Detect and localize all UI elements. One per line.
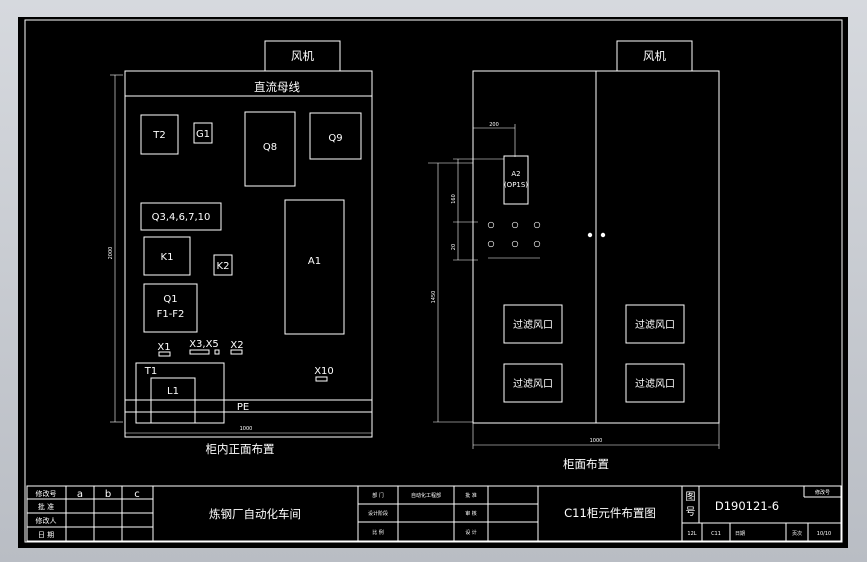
l1-label: L1 [167,386,179,397]
door-handle-right [600,232,606,238]
component-g1 [193,122,213,144]
door-indicator-lamps [487,221,541,259]
lamp-1 [487,221,495,229]
scale-label: 比 例 [372,529,384,536]
filter-vent-2 [503,363,563,403]
title-block: 修改号 a b c 批 准 修改人 日 期 炼钢厂自动化车间 部 门 自动化工程… [26,485,842,542]
door-fan-label: 风机 [643,49,666,63]
date-label: 日期 [735,531,745,537]
rev-header-b: b [105,489,111,500]
filter-vent-1 [503,304,563,344]
k2-label: K2 [217,261,230,272]
door-caption: 柜面布置 [563,457,609,471]
lamp-5 [511,240,519,248]
front-layout: 风机 直流母线 T2 G1 Q8 Q9 Q3,4,6,7,10 A1 K1 K2… [108,40,373,456]
drawing-border [24,19,843,543]
filter-vent-1-label: 过滤风口 [513,318,553,331]
door-v-dim-text2: 20 [451,244,457,250]
terminal-x2 [230,349,243,355]
terminal-x10 [315,376,328,382]
component-q8 [244,111,296,187]
door-v-dim-text1: 160 [451,194,457,204]
review-label: 审 核 [465,510,477,517]
page-number: 10/10 [817,531,831,537]
q1-label: Q1 [163,294,177,305]
drawing-title: C11柜元件布置图 [564,506,656,520]
door-handle-left [587,232,593,238]
dept-value: 自动化工程部 [411,492,441,499]
f1f2-label: F1-F2 [157,309,185,320]
dwgno-label-1: 图 [686,491,696,503]
dwgno-label-2: 号 [686,506,696,518]
code-2: C11 [711,531,721,537]
designer-label: 设 计 [465,529,477,536]
rev-row-label-2: 修改人 [36,516,57,525]
door-top-dim-text: 200 [489,122,499,128]
org-name: 炼钢厂自动化车间 [209,507,301,521]
a2-label: A2 [511,170,520,178]
filter-vent-3-label: 过滤风口 [635,318,675,331]
x2-label: X2 [230,340,243,351]
page-label: 页次 [792,530,802,537]
front-height-dim-text: 2000 [108,247,114,260]
lamp-3 [533,221,541,229]
dept-label: 部 门 [372,492,384,499]
design-stage-label: 设计阶段 [368,510,388,517]
door-width-dim-text: 1000 [590,438,603,444]
component-a2-panel [503,155,529,205]
front-cabinet-outline [124,70,373,438]
filter-vent-2-label: 过滤风口 [513,377,553,390]
filter-vent-4 [625,363,685,403]
lamp-2 [511,221,519,229]
drawing-sheet: 风机 直流母线 T2 G1 Q8 Q9 Q3,4,6,7,10 A1 K1 K2… [18,17,848,548]
component-t2 [140,114,179,155]
rev-header-a: a [77,489,83,500]
code-1: 12L [687,531,696,537]
t1-label: T1 [144,366,157,377]
front-caption: 柜内正面布置 [206,442,275,456]
a2-sublabel: (OP1S) [504,181,528,189]
approve-label: 批 准 [465,492,477,499]
front-fan-label: 风机 [291,49,314,63]
rev-header-0: 修改号 [36,489,57,498]
x10-label: X10 [314,366,334,377]
component-q3-group [140,202,222,231]
drawing-number: D190121-6 [715,499,779,513]
x3x5-label: X3,X5 [189,339,219,350]
t2-label: T2 [152,130,165,141]
terminal-x3 [189,349,210,355]
x1-label: X1 [157,342,170,353]
rev-header-c: c [134,489,140,500]
component-q1 [143,283,198,333]
pe-label: PE [237,402,249,413]
busbar-label: 直流母线 [254,80,300,94]
k1-label: K1 [161,252,174,263]
rev-label: 修改号 [815,489,830,496]
q3-group-label: Q3,4,6,7,10 [152,212,211,223]
filter-vent-3 [625,304,685,344]
g1-label: G1 [196,129,210,140]
component-q9 [309,112,362,160]
q9-label: Q9 [328,133,342,144]
cad-drawing: 风机 直流母线 T2 G1 Q8 Q9 Q3,4,6,7,10 A1 K1 K2… [24,19,843,543]
door-layout: 风机 200 A2 (OP1S) 160 20 1450 过滤 [428,40,720,471]
door-full-dim-text: 1450 [431,291,437,304]
q8-label: Q8 [263,142,277,153]
terminal-x5 [214,349,220,355]
a1-label: A1 [308,256,321,267]
lamp-6 [533,240,541,248]
filter-vent-4-label: 过滤风口 [635,377,675,390]
component-k1 [143,236,191,276]
front-width-dim-text: 1000 [240,426,253,432]
rev-row-label-3: 日 期 [38,531,54,539]
component-k2 [213,254,233,276]
lamp-4 [487,240,495,248]
terminal-x1 [158,351,171,357]
rev-row-label-1: 批 准 [38,502,54,511]
component-a1 [284,199,345,335]
